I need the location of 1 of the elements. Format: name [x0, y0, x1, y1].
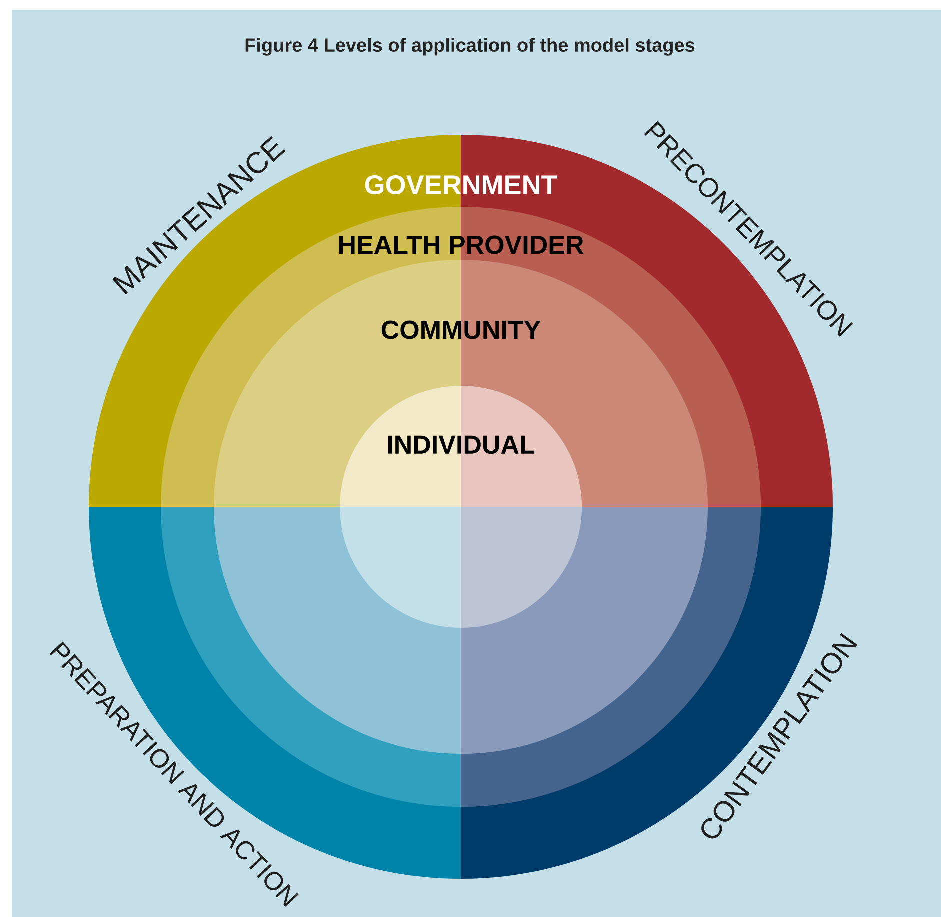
figure-title: Figure 4 Levels of application of the model stages — [246, 38, 695, 56]
